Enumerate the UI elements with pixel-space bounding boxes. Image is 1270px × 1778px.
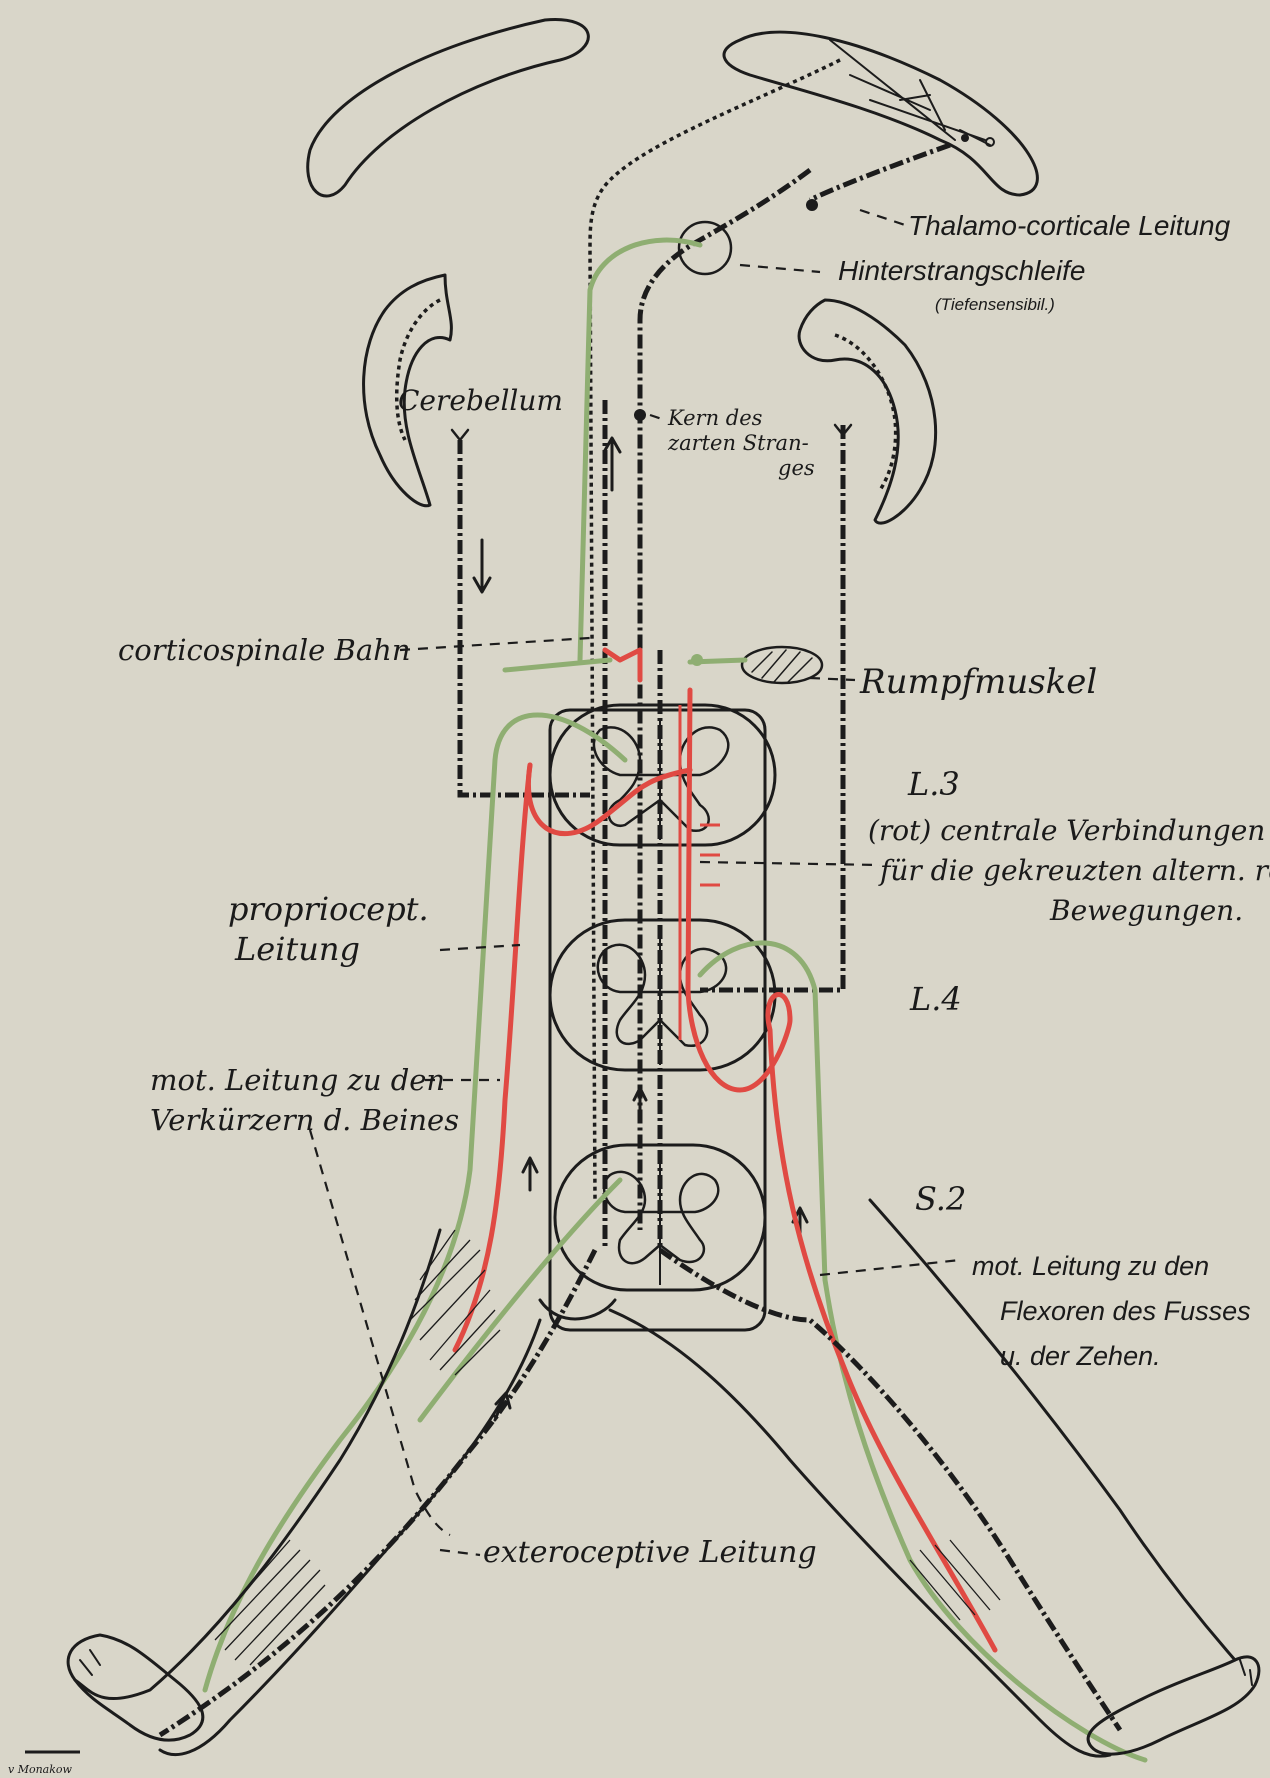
label-mot-fuss-2: Flexoren des Fusses (1000, 1296, 1251, 1326)
spinocerebellar-tract-left (460, 440, 590, 795)
label-propriocept-2: Leitung (234, 930, 360, 968)
label-cerebellum: Cerebellum (398, 384, 563, 417)
label-rot-3: Bewegungen. (1049, 894, 1243, 927)
cerebellum-right (799, 300, 936, 523)
exteroceptive-tract-left-leg (160, 1250, 595, 1735)
label-hinterstrangschleife: Hinterstrangschleife (838, 255, 1085, 286)
right-foot (1088, 1657, 1259, 1754)
cerebellum-left-folia (397, 300, 440, 440)
label-mot-beine-1: mot. Leitung zu den (150, 1063, 445, 1097)
label-mot-fuss-3: u. der Zehen. (1000, 1341, 1161, 1371)
label-exteroceptive: exteroceptive Leitung (483, 1535, 817, 1570)
label-kern-3: ges (778, 456, 815, 480)
left-hemisphere (308, 20, 589, 197)
green-proprioceptive-tracts (205, 240, 1145, 1760)
kern-des-zarten-stranges (634, 409, 646, 421)
label-segment-l3: L.3 (907, 765, 960, 803)
label-mot-beine-2: Verkürzern d. Beines (150, 1103, 459, 1137)
label-segment-s2: S.2 (915, 1180, 966, 1218)
right-hemisphere (724, 32, 1037, 195)
label-corticospinale-bahn: corticospinale Bahn (118, 633, 411, 667)
direction-arrows (452, 425, 851, 1420)
label-rot-2: für die gekreuzten altern. refl. (878, 854, 1270, 887)
label-segment-l4: L.4 (909, 980, 962, 1018)
left-foot (68, 1635, 203, 1740)
rumpfmuskel-hatching (752, 650, 812, 682)
artist-signature: v Monakow (8, 1763, 73, 1776)
label-kern-1: Kern des (667, 406, 763, 430)
label-mot-fuss-1: mot. Leitung zu den (972, 1251, 1209, 1281)
label-kern-2: zarten Stran- (667, 431, 809, 455)
label-rot-1: (rot) centrale Verbindungen (868, 814, 1265, 847)
thalamic-relay-node (806, 199, 818, 211)
cortical-neuron-cluster (830, 40, 994, 146)
label-tiefensensibil: (Tiefensensibil.) (935, 295, 1055, 314)
rumpfmuskel-hatched (742, 647, 822, 683)
label-propriocept-1: propriocept. (228, 890, 429, 928)
label-thalamo-corticale: Thalamo-corticale Leitung (908, 210, 1231, 241)
label-rumpfmuskel: Rumpfmuskel (859, 662, 1097, 702)
